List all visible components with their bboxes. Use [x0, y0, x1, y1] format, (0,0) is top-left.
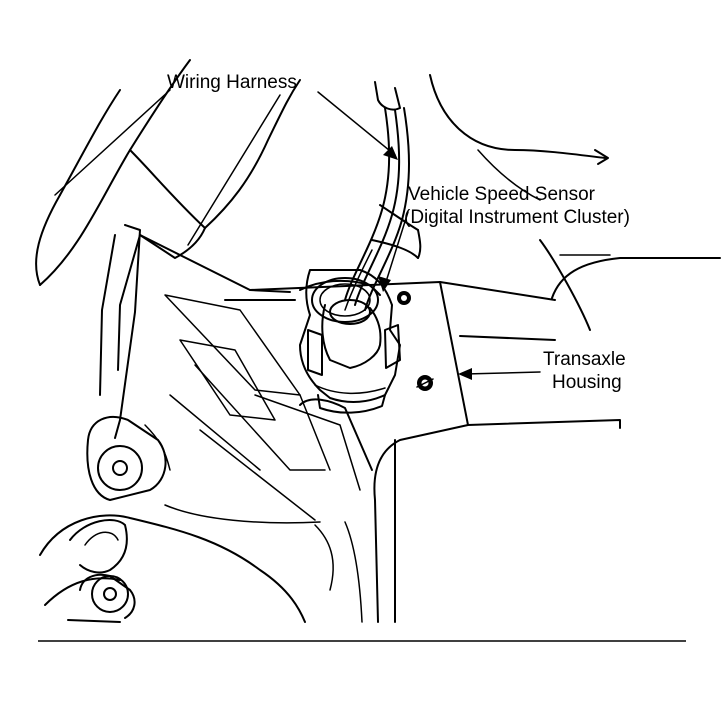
- transaxle-housing: [99, 224, 621, 623]
- vehicle-speed-sensor: [299, 269, 401, 414]
- vehicle-speed-sensor-label: Vehicle Speed Sensor: [408, 184, 595, 205]
- housing-label: Housing: [552, 372, 622, 393]
- upper-right-structure: [371, 74, 721, 331]
- transaxle-label: Transaxle: [543, 349, 626, 370]
- vehicle-speed-sensor-sublabel: (Digital Instrument Cluster): [404, 207, 630, 228]
- wiring-harness-label: Wiring Harness: [167, 72, 297, 93]
- lower-left-components: [39, 415, 306, 623]
- wiring-harness: [344, 81, 410, 311]
- callout-leaders: [54, 89, 541, 380]
- upper-left-panel: [35, 59, 301, 286]
